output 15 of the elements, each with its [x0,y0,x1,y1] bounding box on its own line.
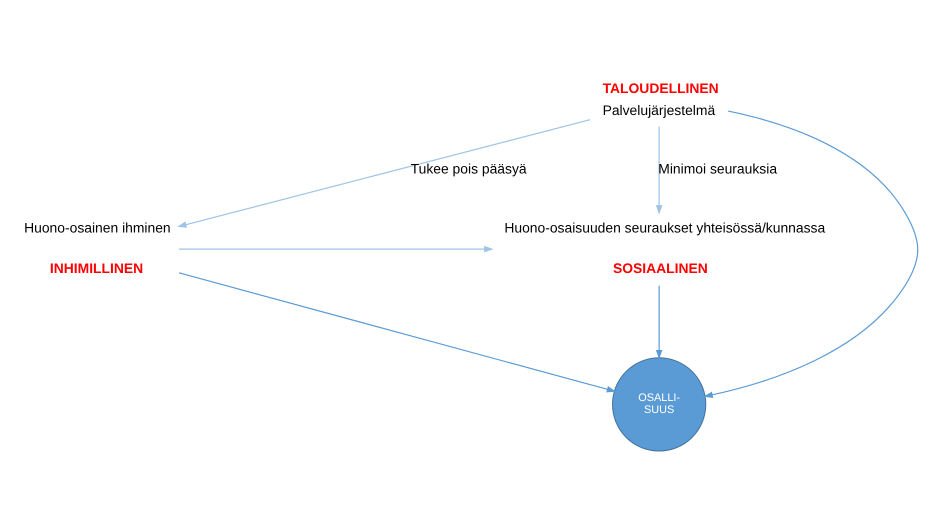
edge-label: Minimoi seurauksia [658,160,778,176]
node-label: SOSIAALINEN [613,260,708,276]
arrow [703,110,918,398]
arrow [178,246,494,252]
arrow [656,286,662,360]
arrow [178,272,616,392]
arrow [656,126,662,215]
node-text: Huono-osainen ihminen [24,219,171,236]
node-text: Palvelujärjestelmä [602,102,716,118]
edge-label: Tukee pois pääsyä [410,160,527,176]
node-label: INHIMILLINEN [50,260,144,276]
arrow [177,119,590,228]
node-circle: OSALLI- SUUS [612,357,706,452]
node-label: TALOUDELLINEN [602,80,719,96]
node-text: Huono-osaisuuden seuraukset yhteisössä/kunnassa [504,219,826,236]
